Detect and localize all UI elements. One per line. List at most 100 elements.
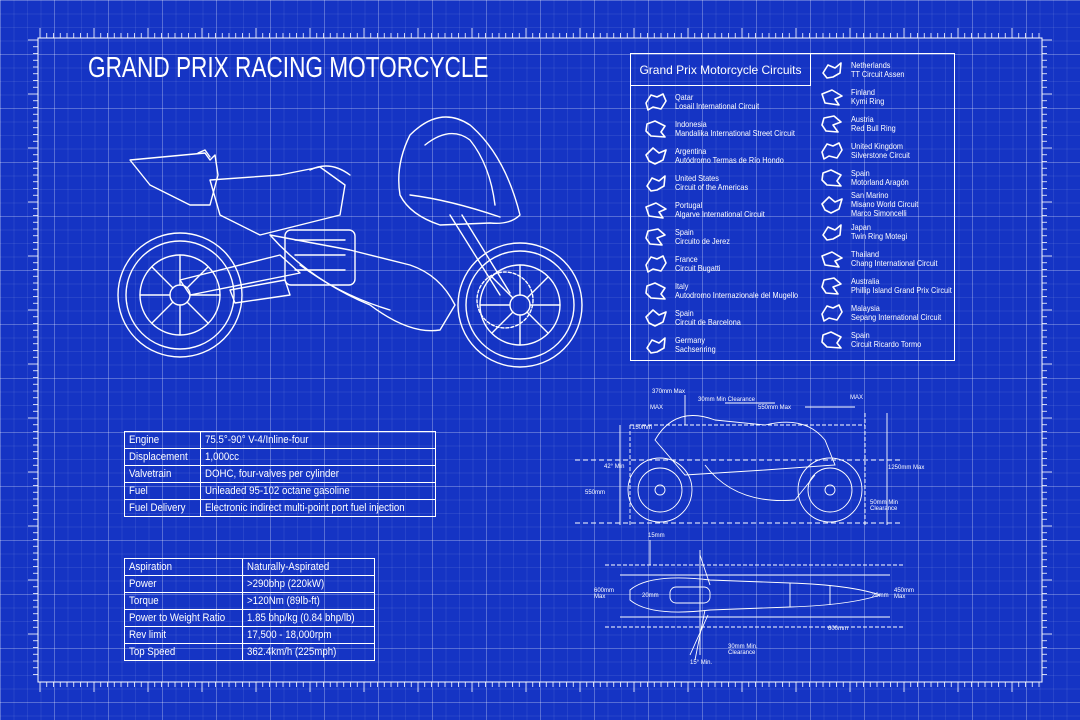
circuit-country: Australia: [851, 275, 880, 286]
track-outline-icon: [645, 254, 667, 273]
circuit-name: Circuit de Barcelona: [675, 316, 741, 327]
circuit-name: Twin Ring Motegi: [851, 230, 908, 241]
circuit-country: Spain: [851, 167, 870, 178]
spec-row: Power>290bhp (220kW): [123, 575, 375, 593]
track-outline-icon: [645, 92, 667, 111]
circuit-name: Circuit Bugatti: [675, 262, 721, 273]
track-outline-icon: [645, 281, 666, 300]
circuit-country: Indonesia: [675, 118, 707, 129]
circuit-name: Circuit Ricardo Tormo: [851, 338, 922, 349]
circuit-name: Circuito de Jerez: [675, 235, 730, 246]
dim-max-left: MAX: [650, 405, 664, 411]
circuit-name: Phillip Island Grand Prix Circuit: [851, 284, 952, 295]
circuit-country: Finland: [851, 86, 875, 97]
circuit-name: Mandalika International Street Circuit: [675, 127, 795, 138]
track-outline-icon: [821, 250, 843, 268]
circuit-name: Sepang International Circuit: [851, 311, 942, 322]
circuit-name: Motorland Aragón: [851, 176, 909, 187]
track-outline-icon: [645, 201, 667, 219]
circuit-name: Chang International Circuit: [851, 257, 938, 268]
circuits-heading: Grand Prix Motorcycle Circuits: [631, 54, 811, 86]
track-outline-icon: [821, 88, 843, 106]
spec-value: 1,000cc: [199, 448, 437, 466]
circuit-name: Autodromo Internazionale del Mugello: [675, 289, 799, 300]
circuit-name: Kymi Ring: [851, 95, 885, 106]
track-outline-icon: [821, 168, 842, 187]
circuit-name: TT Circuit Assen: [851, 68, 905, 79]
spec-value: Electronic indirect multi-point port fue…: [199, 499, 437, 517]
circuit-country: Italy: [675, 280, 689, 291]
dim-15: 15mm: [648, 533, 665, 539]
track-outline-icon: [645, 308, 667, 327]
spec-value: 362.4km/h (225mph): [242, 643, 375, 661]
track-outline-icon: [821, 330, 842, 349]
circuit-name: Algarve International Circuit: [675, 208, 765, 219]
circuit-name: Circuit of the Americas: [675, 181, 749, 192]
track-outline-icon: [821, 195, 843, 214]
circuit-country: France: [675, 253, 698, 264]
spec-label: Rev limit: [123, 626, 244, 644]
spec-value: 75.5°-90° V-4/Inline-four: [199, 431, 437, 449]
spec-label: Valvetrain: [124, 465, 201, 483]
circuit-country: Spain: [851, 329, 870, 340]
side-dimension-drawing: [575, 395, 900, 525]
track-outline-icon: [821, 141, 843, 160]
dim-max-right: MAX: [850, 395, 864, 401]
dim-450max: 450mm Max: [894, 588, 915, 600]
track-outline-icon: [645, 119, 666, 138]
spec-label: Power to Weight Ratio: [123, 609, 244, 627]
circuit-name: Sachsenring: [675, 343, 716, 354]
spec-label: Fuel: [124, 482, 201, 500]
spec-value: DOHC, four-valves per cylinder: [199, 465, 437, 483]
track-outline-icon: [645, 146, 667, 165]
circuit-country: United States: [675, 172, 719, 183]
dim-600max: 600mm Max: [594, 588, 615, 600]
track-outline-icon: [646, 336, 666, 354]
track-outline-icon: [646, 174, 666, 192]
spec-value: Unleaded 95-102 octane gasoline: [199, 482, 437, 500]
spec-label: Engine: [124, 431, 201, 449]
spec-label: Displacement: [124, 448, 201, 466]
spec-value: 1.85 bhp/kg (0.84 bhp/lb): [242, 609, 375, 627]
track-outline-icon: [822, 223, 842, 241]
dim-550: 550mm: [585, 490, 606, 496]
circuit-country: San Marino: [851, 190, 889, 200]
track-outline-icon: [645, 227, 666, 246]
circuit-country: Austria: [851, 113, 874, 124]
dim-550max: 550mm Max: [758, 405, 792, 411]
spec-label: Aspiration: [123, 558, 244, 576]
track-outline-icon: [822, 61, 842, 79]
spec-label: Fuel Delivery: [124, 499, 201, 517]
circuit-country: Portugal: [675, 199, 703, 210]
circuit-country: Spain: [675, 226, 694, 237]
dim-20-right: 20mm: [872, 593, 889, 599]
circuit-name: Marco Simoncelli: [851, 208, 907, 218]
top-dimension-drawing: [605, 540, 905, 661]
track-outline-icon: [821, 276, 842, 295]
circuit-country: Spain: [675, 307, 694, 318]
